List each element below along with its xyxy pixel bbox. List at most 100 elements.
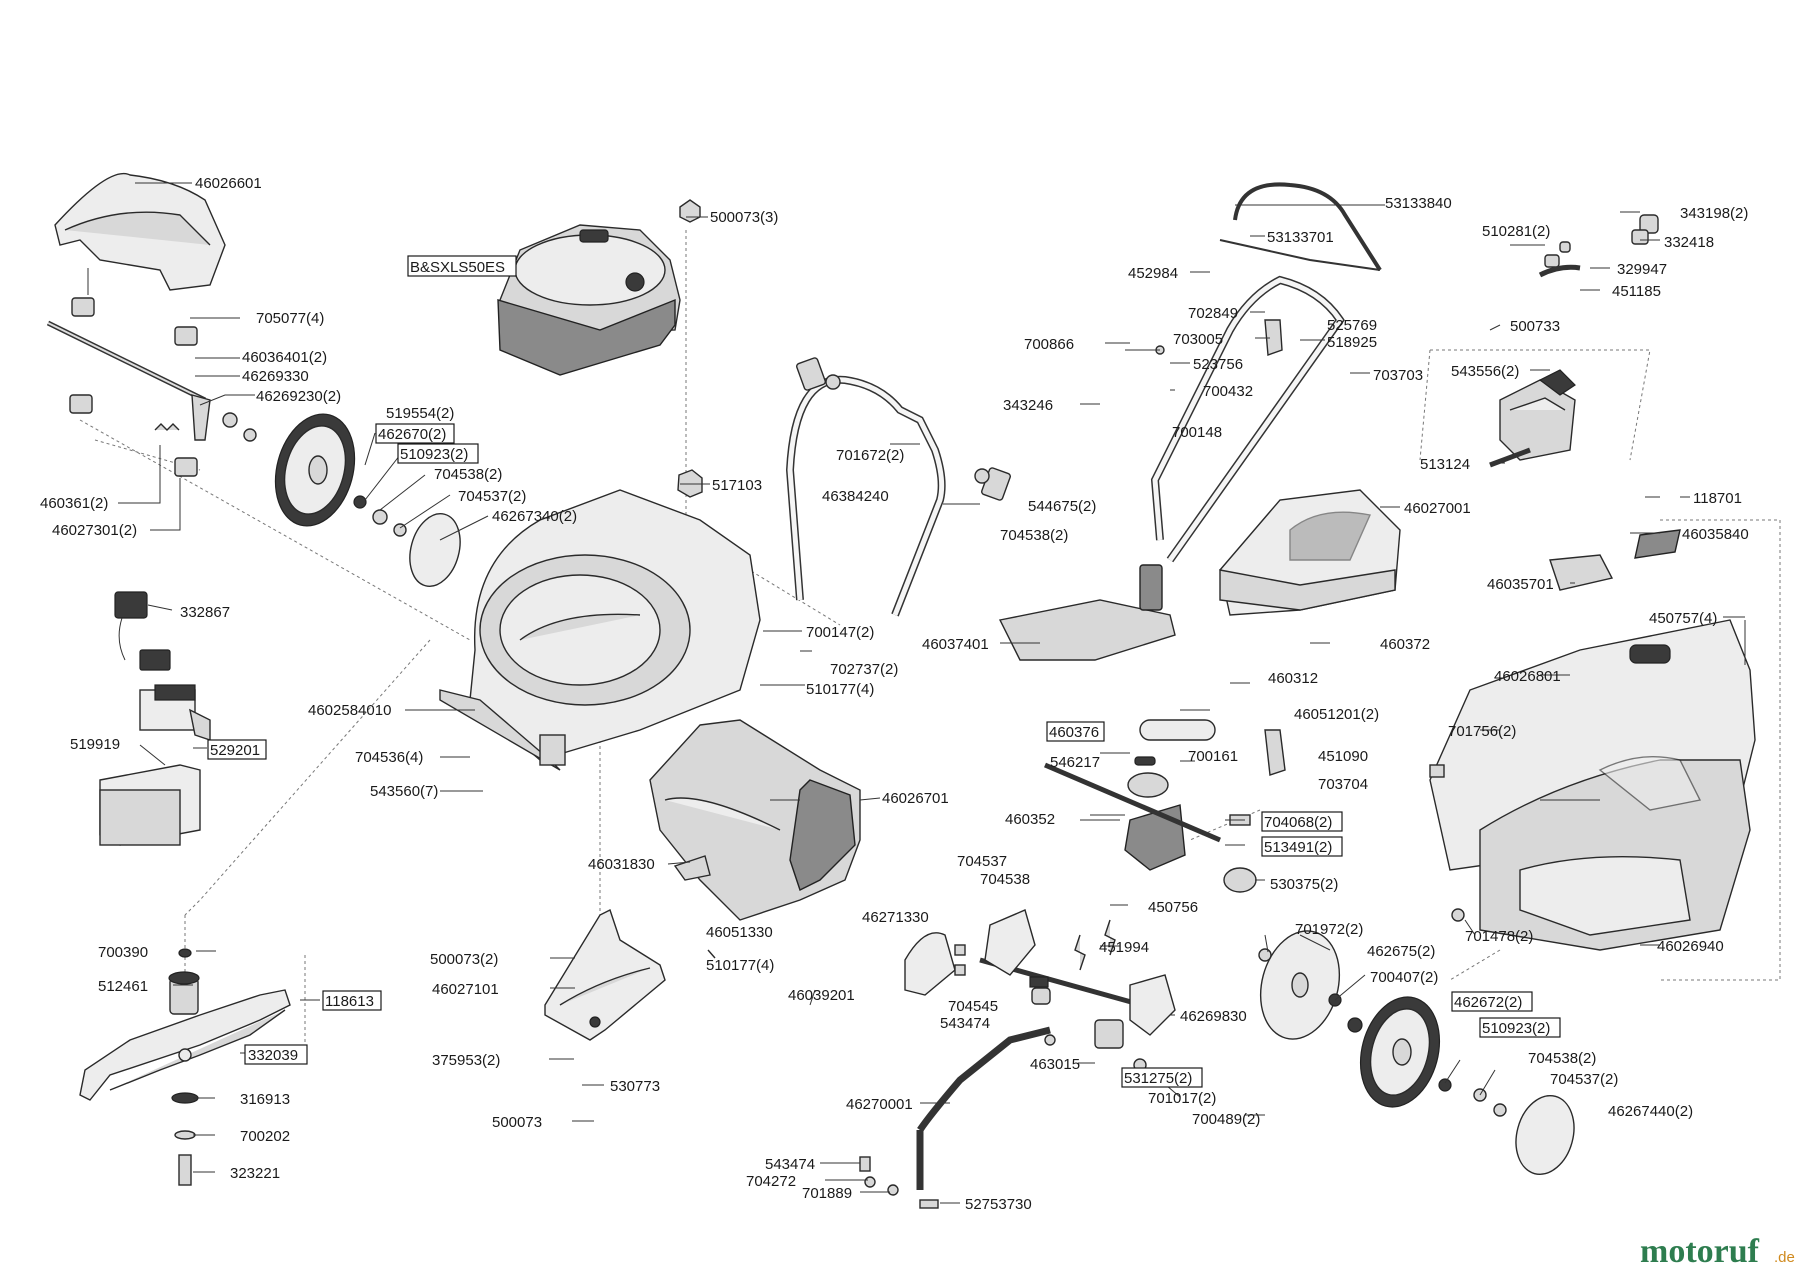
part-labels: 46026601 705077(4) 46036401(2) 46269330 … (40, 175, 1749, 1213)
label-46026801: 46026801 (1494, 668, 1561, 685)
label-704536: 704536(4) (355, 749, 423, 766)
label-46269230: 46269230(2) (256, 388, 341, 405)
label-46271330: 46271330 (862, 909, 929, 926)
label-704538d: 704538(2) (1528, 1050, 1596, 1067)
gearbox-part (1044, 719, 1286, 971)
label-46026601: 46026601 (195, 175, 262, 192)
label-46037401: 46037401 (922, 636, 989, 653)
label-46267340: 46267340(2) (492, 508, 577, 525)
label-46051201: 46051201(2) (1294, 706, 1379, 723)
switch-box-part (1489, 369, 1576, 468)
label-704538b: 704538 (980, 871, 1030, 888)
label-46031830: 46031830 (588, 856, 655, 873)
bracket-46031830-part (667, 855, 716, 959)
label-700866: 700866 (1024, 336, 1074, 353)
lower-handle-part (785, 357, 1011, 617)
label-510923b: 510923(2) (1482, 1020, 1550, 1037)
label-46270001: 46270001 (846, 1096, 913, 1113)
label-701889: 701889 (802, 1185, 852, 1202)
blade-part (79, 948, 291, 1186)
label-703704: 703704 (1318, 776, 1368, 793)
grass-catcher-part (1429, 529, 1756, 951)
label-512461: 512461 (98, 978, 148, 995)
grass-chute-part (649, 719, 881, 921)
watermark-tld: .de (1774, 1249, 1795, 1266)
box-531275 (1121, 1067, 1203, 1088)
watermark-brand: motoruf (1640, 1233, 1760, 1270)
label-500733: 500733 (1510, 318, 1560, 335)
label-543556: 543556(2) (1451, 363, 1519, 380)
label-332867: 332867 (180, 604, 230, 621)
label-543560: 543560(7) (370, 783, 438, 800)
box-529201 (207, 739, 267, 760)
height-lever-part (859, 1019, 1167, 1209)
label-450757: 450757(4) (1649, 610, 1717, 627)
label-704272: 704272 (746, 1173, 796, 1190)
label-343246: 343246 (1003, 397, 1053, 414)
rear-wheel-left-part (222, 412, 489, 587)
label-703703: 703703 (1373, 367, 1423, 384)
label-463015: 463015 (1030, 1056, 1080, 1073)
box-513491 (1261, 836, 1343, 857)
label-704537a: 704537(2) (458, 488, 526, 505)
label-704538a: 704538(2) (434, 466, 502, 483)
label-701756: 701756(2) (1448, 723, 1516, 740)
label-46026940: 46026940 (1657, 938, 1724, 955)
label-546217: 546217 (1050, 754, 1100, 771)
label-118701: 118701 (1693, 490, 1742, 507)
box-118613 (322, 990, 382, 1011)
label-462675: 462675(2) (1367, 943, 1435, 960)
label-704068: 704068(2) (1264, 814, 1332, 831)
label-46027001: 46027001 (1404, 500, 1471, 517)
front-wheel-part (1258, 930, 1575, 1176)
label-46267440: 46267440(2) (1608, 1103, 1693, 1120)
leader-lines (173, 204, 1745, 1204)
label-500073-3: 500073(3) (710, 209, 778, 226)
deflector-46037401-part (998, 564, 1176, 661)
label-332039: 332039 (248, 1047, 298, 1064)
label-530773: 530773 (610, 1078, 660, 1095)
label-700407: 700407(2) (1370, 969, 1438, 986)
label-460312: 460312 (1268, 670, 1318, 687)
box-bsxls (407, 255, 517, 277)
label-4602584010: 4602584010 (308, 702, 391, 719)
label-451994: 451994 (1099, 939, 1149, 956)
label-513124: 513124 (1420, 456, 1470, 473)
label-450756: 450756 (1148, 899, 1198, 916)
label-519554: 519554(2) (386, 405, 454, 422)
charger-part (114, 591, 173, 671)
label-543474b: 543474 (765, 1156, 815, 1173)
label-704538c: 704538(2) (1000, 527, 1068, 544)
label-701672: 701672(2) (836, 447, 904, 464)
battery-holder-part (139, 684, 211, 749)
label-engine-model: B&SXLS50ES (410, 259, 505, 276)
label-701972: 701972(2) (1295, 921, 1363, 938)
label-702737: 702737(2) (830, 661, 898, 678)
label-510281: 510281(2) (1482, 223, 1550, 240)
label-500073: 500073 (492, 1114, 542, 1131)
rear-axle-part (46, 268, 255, 531)
label-46051330: 46051330 (706, 924, 773, 941)
label-704545: 704545 (948, 998, 998, 1015)
label-700161: 700161 (1188, 748, 1238, 765)
label-518925: 518925 (1327, 334, 1377, 351)
label-529201: 529201 (210, 742, 260, 759)
label-46035840: 46035840 (1682, 526, 1749, 543)
label-451185: 451185 (1612, 283, 1661, 300)
label-544675: 544675(2) (1028, 498, 1096, 515)
label-46027101: 46027101 (432, 981, 499, 998)
label-46384240: 46384240 (822, 488, 889, 505)
catcher-lid-part (1219, 489, 1401, 616)
box-462670 (375, 423, 455, 444)
label-523756: 523756 (1193, 356, 1243, 373)
label-46036401: 46036401(2) (242, 349, 327, 366)
label-316913: 316913 (240, 1091, 290, 1108)
label-460376: 460376 (1049, 724, 1099, 741)
upper-handle-part (1125, 182, 1382, 563)
label-53133701: 53133701 (1267, 229, 1334, 246)
label-462670: 462670(2) (378, 426, 446, 443)
label-513491: 513491(2) (1264, 839, 1332, 856)
box-704068 (1261, 811, 1343, 832)
label-700390: 700390 (98, 944, 148, 961)
